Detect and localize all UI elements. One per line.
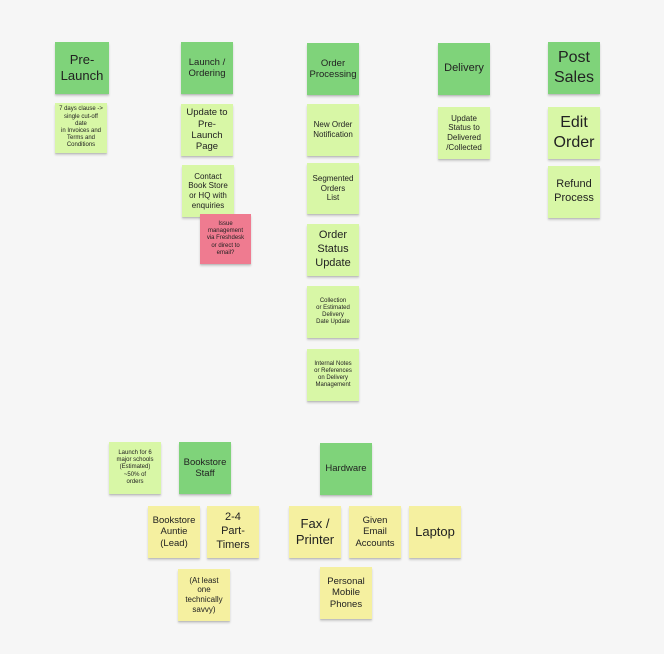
sticky-note-launch-ordering[interactable]: Launch / Ordering — [181, 42, 233, 94]
sticky-note-post-sales[interactable]: Post Sales — [548, 42, 600, 94]
sticky-note-pre-launch-clause[interactable]: 7 days clause -> single cut-off date in … — [55, 103, 107, 153]
sticky-note-order-processing[interactable]: Order Processing — [307, 43, 359, 95]
sticky-note-edit-order[interactable]: Edit Order — [548, 107, 600, 159]
sticky-note-pre-launch[interactable]: Pre- Launch — [55, 42, 109, 94]
sticky-note-contact-book-store[interactable]: Contact Book Store or HQ with enquiries — [182, 165, 234, 217]
sticky-note-fax-printer[interactable]: Fax / Printer — [289, 506, 341, 558]
sticky-note-internal-notes[interactable]: Internal Notes or References on Delivery… — [307, 349, 359, 401]
sticky-note-order-status-update[interactable]: Order Status Update — [307, 224, 359, 276]
sticky-note-part-timers[interactable]: 2-4 Part- Timers — [207, 506, 259, 558]
sticky-note-refund-process[interactable]: Refund Process — [548, 166, 600, 218]
sticky-note-laptop[interactable]: Laptop — [409, 506, 461, 558]
sticky-note-update-pre-launch-page[interactable]: Update to Pre-Launch Page — [181, 104, 233, 156]
sticky-note-update-status-delivered[interactable]: Update Status to Delivered /Collected — [438, 107, 490, 159]
sticky-note-technically-savvy[interactable]: (At least one technically savvy) — [178, 569, 230, 621]
sticky-note-new-order-notification[interactable]: New Order Notification — [307, 104, 359, 156]
sticky-note-personal-mobile-phones[interactable]: Personal Mobile Phones — [320, 567, 372, 619]
sticky-note-delivery[interactable]: Delivery — [438, 43, 490, 95]
sticky-note-launch-for-schools[interactable]: Launch for 6 major schools (Estimated) ~… — [109, 442, 161, 494]
sticky-note-collection-estimated-delivery[interactable]: Collection or Estimated Delivery Date Up… — [307, 286, 359, 338]
sticky-note-given-email-accounts[interactable]: Given Email Accounts — [349, 506, 401, 558]
sticky-note-segmented-orders-list[interactable]: Segmented Orders List — [307, 163, 359, 214]
sticky-note-hardware[interactable]: Hardware — [320, 443, 372, 495]
sticky-note-issue-management[interactable]: Issue management via Freshdesk or direct… — [200, 214, 251, 264]
sticky-note-bookstore-staff[interactable]: Bookstore Staff — [179, 442, 231, 494]
sticky-note-bookstore-auntie[interactable]: Bookstore Auntie (Lead) — [148, 506, 200, 558]
